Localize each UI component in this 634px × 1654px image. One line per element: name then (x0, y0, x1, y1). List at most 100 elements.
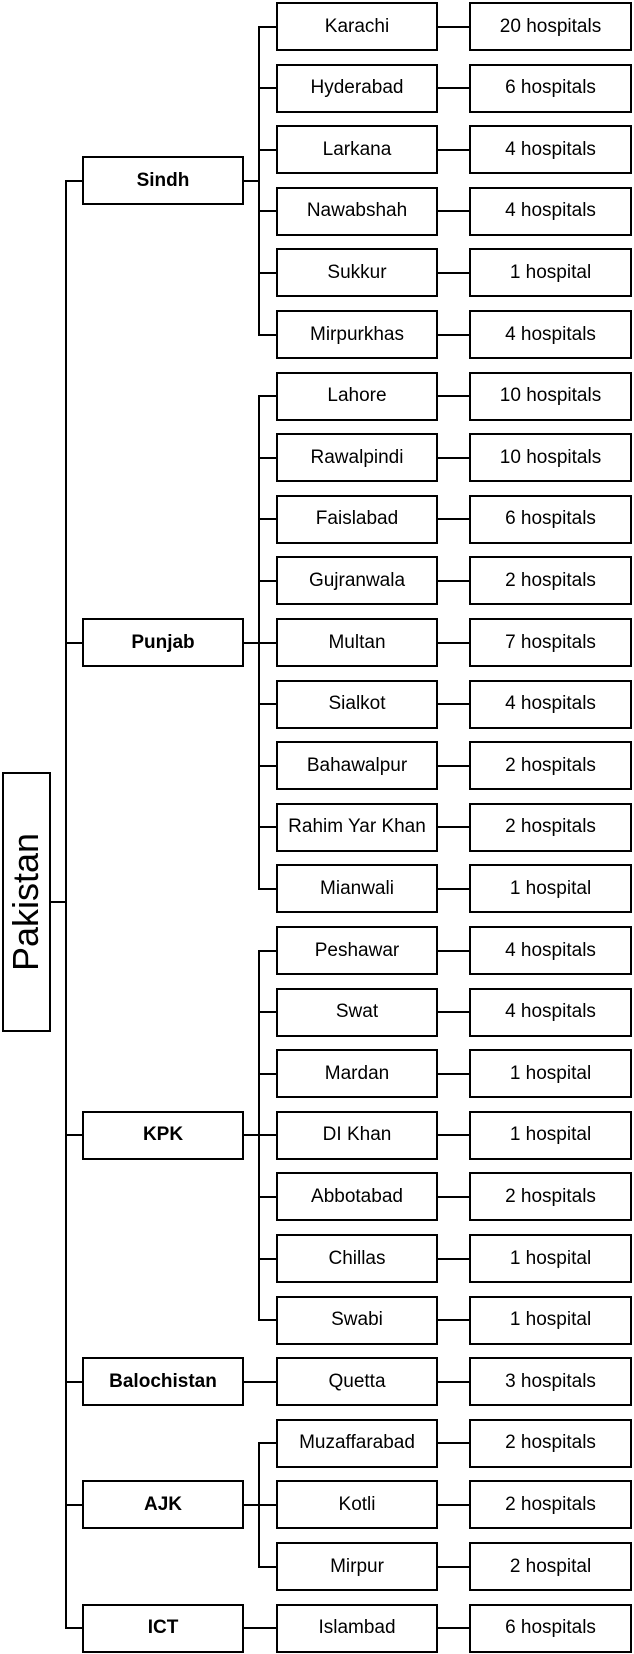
bus-to-city-connector (258, 887, 276, 890)
city-node: Sialkot (276, 679, 438, 729)
city-to-count-connector (438, 518, 469, 521)
hospital-count-node: 2 hospitals (469, 556, 632, 606)
bus-to-city-connector (258, 1627, 276, 1630)
bus-to-city-connector (258, 148, 276, 151)
bus-to-city-connector (258, 271, 276, 274)
root-bus-vertical (65, 179, 67, 1630)
city-to-count-connector (438, 887, 469, 890)
hospital-count-node-label: 2 hospitals (505, 816, 596, 838)
bus-to-city-connector (258, 641, 276, 644)
hospital-count-node: 3 hospitals (469, 1357, 632, 1407)
city-to-count-connector (438, 703, 469, 706)
hospital-count-node-label: 4 hospitals (505, 939, 596, 961)
hospital-count-node-label: 2 hospitals (505, 754, 596, 776)
city-to-count-connector (438, 1627, 469, 1630)
hospital-count-node: 4 hospitals (469, 125, 632, 175)
hospital-count-node: 2 hospitals (469, 1172, 632, 1222)
city-node: Mirpur (276, 1542, 438, 1591)
bus-to-city-connector (258, 1503, 276, 1506)
hospital-count-node: 4 hospitals (469, 679, 632, 729)
city-node-label: Swat (335, 1001, 379, 1023)
hospital-count-node: 10 hospitals (469, 371, 632, 421)
city-to-count-connector (438, 949, 469, 952)
bus-to-city-connector (258, 25, 276, 28)
city-node-label: Rawalpindi (310, 446, 404, 468)
bus-to-city-connector (258, 703, 276, 706)
province-node: ICT (82, 1603, 244, 1653)
bus-to-city-connector (258, 1442, 276, 1445)
city-node-label: Mardan (324, 1062, 390, 1084)
city-node: Islambad (276, 1603, 438, 1653)
city-node: Gujranwala (276, 556, 438, 606)
city-node: Kotli (276, 1480, 438, 1530)
hospital-count-node: 1 hospital (469, 1110, 632, 1160)
city-to-count-connector (438, 87, 469, 90)
city-node-label: Faislabad (315, 508, 399, 530)
city-node-label: Lahore (327, 385, 387, 407)
city-node-label: Abbotabad (311, 1185, 403, 1207)
city-node-label: Swabi (331, 1309, 383, 1331)
city-node-label: Muzaffarabad (299, 1432, 415, 1454)
city-node-label: Sukkur (327, 261, 387, 283)
city-node-label: Mirpur (330, 1555, 384, 1577)
city-node-label: Quetta (328, 1370, 386, 1392)
province-node-label: KPK (142, 1124, 184, 1146)
city-to-count-connector (438, 579, 469, 582)
bus-to-city-connector (258, 210, 276, 213)
hospital-count-node: 4 hospitals (469, 987, 632, 1037)
province-to-city-bus (244, 1134, 260, 1137)
city-node: Quetta (276, 1357, 438, 1407)
city-node: Lahore (276, 371, 438, 421)
city-node-label: Kotli (338, 1493, 376, 1515)
hospital-count-node: 4 hospitals (469, 926, 632, 975)
hospital-count-node-label: 1 hospital (509, 1247, 592, 1269)
bus-to-city-connector (258, 1257, 276, 1260)
city-node: Swabi (276, 1295, 438, 1345)
bus-to-province-connector (65, 1627, 82, 1630)
root-node: Pakistan (2, 772, 51, 1032)
city-to-count-connector (438, 271, 469, 274)
hospital-count-node-label: 4 hospitals (505, 200, 596, 222)
hospital-count-node: 2 hospitals (469, 741, 632, 791)
root-to-bus-connector (51, 901, 67, 903)
hospital-count-node: 6 hospitals (469, 494, 632, 544)
hospital-count-node-label: 1 hospital (509, 1309, 592, 1331)
province-to-city-bus (244, 1627, 260, 1630)
city-to-count-connector (438, 764, 469, 767)
bus-to-province-connector (65, 1503, 82, 1506)
bus-to-city-connector (258, 1319, 276, 1322)
bus-to-city-connector (258, 764, 276, 767)
hospital-count-node-label: 2 hospital (509, 1555, 592, 1577)
city-to-count-connector (438, 1319, 469, 1322)
bus-to-city-connector (258, 456, 276, 459)
bus-to-city-connector (258, 1011, 276, 1014)
city-to-count-connector (438, 148, 469, 151)
city-to-count-connector (438, 1503, 469, 1506)
city-node-label: Chillas (328, 1247, 386, 1269)
city-to-count-connector (438, 1134, 469, 1137)
city-node: Mirpurkhas (276, 310, 438, 359)
province-node: Punjab (82, 618, 244, 667)
province-to-city-bus (244, 641, 260, 644)
city-to-count-connector (438, 1442, 469, 1445)
hospital-count-node: 2 hospitals (469, 1418, 632, 1468)
hospital-count-node-label: 6 hospitals (505, 77, 596, 99)
hospital-count-node-label: 1 hospital (509, 877, 592, 899)
city-node: DI Khan (276, 1110, 438, 1160)
hospital-count-node-label: 2 hospitals (505, 1432, 596, 1454)
city-node-label: Mirpurkhas (310, 323, 404, 345)
city-node: Mardan (276, 1049, 438, 1099)
province-to-city-bus (244, 1503, 260, 1506)
city-node-label: Larkana (322, 138, 392, 160)
hospital-count-node: 2 hospital (469, 1542, 632, 1591)
city-node: Hyderabad (276, 63, 438, 113)
hospital-count-node: 1 hospital (469, 864, 632, 914)
city-node: Rawalpindi (276, 433, 438, 483)
city-to-count-connector (438, 826, 469, 829)
hospital-count-node: 20 hospitals (469, 2, 632, 51)
hospital-count-node-label: 2 hospitals (505, 1493, 596, 1515)
province-node: Sindh (82, 156, 244, 205)
hospital-count-node: 2 hospitals (469, 1480, 632, 1530)
province-node-label: ICT (147, 1617, 179, 1639)
hospital-count-node-label: 6 hospitals (505, 508, 596, 530)
